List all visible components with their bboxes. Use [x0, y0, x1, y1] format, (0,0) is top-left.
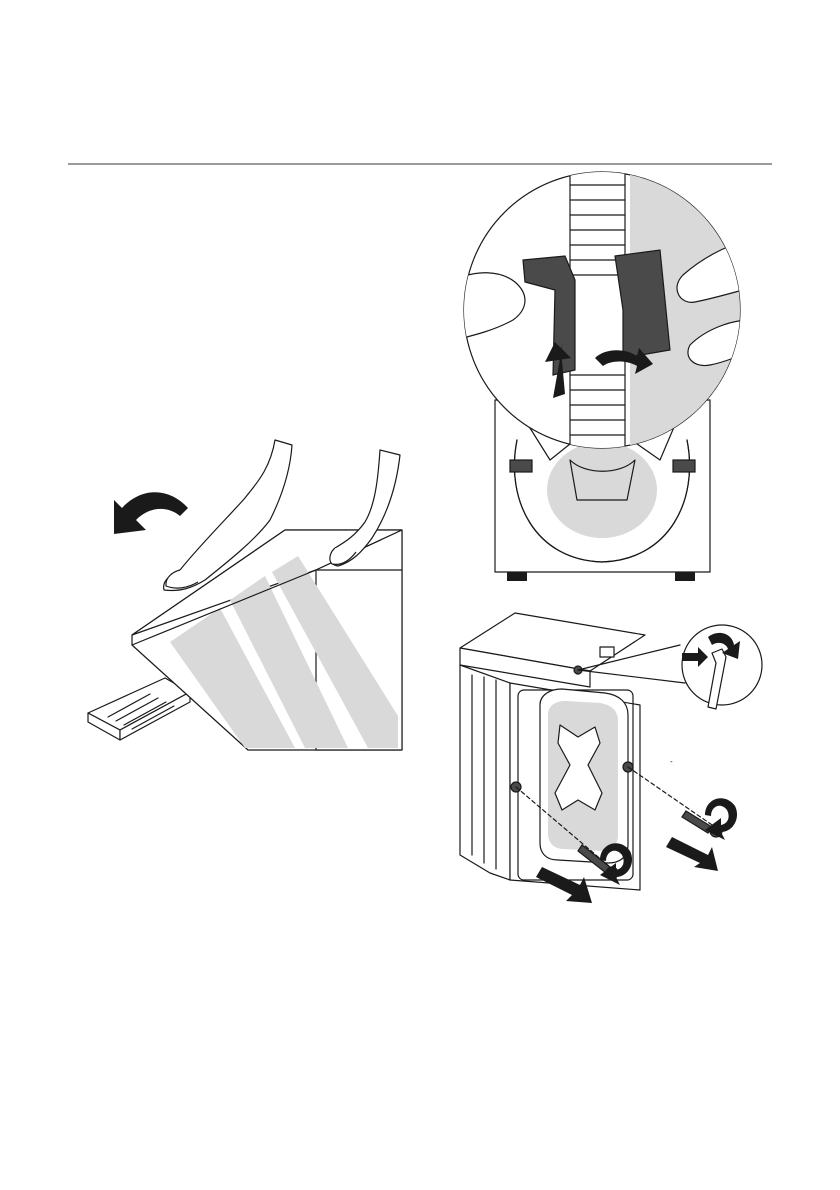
straight-arrow-icon	[666, 837, 718, 871]
machine-body	[132, 530, 402, 750]
tilt-machine-illustration	[80, 430, 410, 760]
hose-clip-detail-illustration	[455, 170, 750, 585]
transit-bolts-illustration	[450, 605, 770, 910]
curved-arrow-left-icon	[114, 492, 188, 534]
page-marker: -	[670, 757, 673, 766]
curved-arrow-icon	[705, 798, 737, 840]
section-divider	[68, 163, 772, 165]
packaging-base	[88, 678, 190, 740]
